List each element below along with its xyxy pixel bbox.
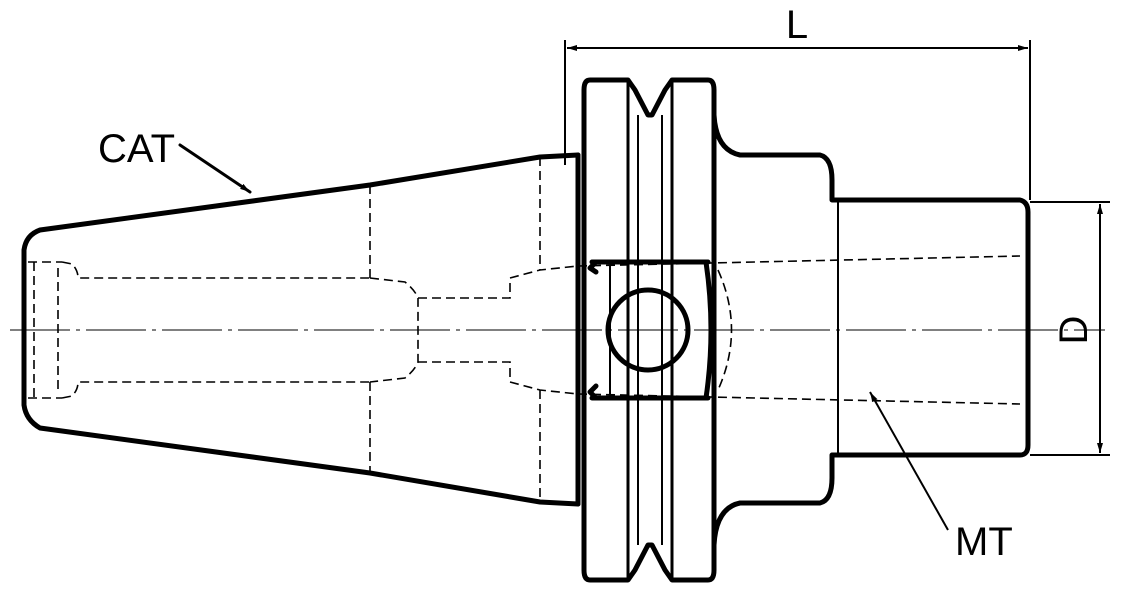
dimension-l xyxy=(564,40,1031,200)
label-l: L xyxy=(786,3,808,47)
taper-hidden-lines xyxy=(28,157,579,502)
dimension-d xyxy=(1030,201,1110,456)
label-mt: MT xyxy=(955,520,1013,564)
hole-circle xyxy=(605,287,691,373)
leader-mt xyxy=(869,391,949,531)
taper-outline xyxy=(21,152,581,507)
leader-cat xyxy=(178,143,252,194)
label-d: D xyxy=(1052,316,1096,345)
label-cat: CAT xyxy=(98,127,175,171)
body-outline xyxy=(711,112,1031,548)
cross-hole xyxy=(587,259,733,401)
bore-hidden-lines xyxy=(577,255,1021,405)
flange xyxy=(575,77,717,583)
